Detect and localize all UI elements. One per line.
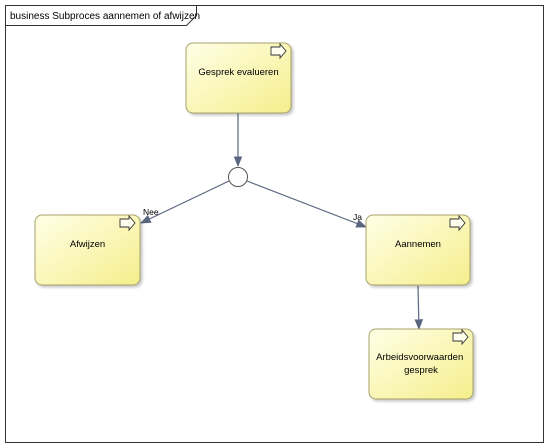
edge-label-yes: Ja — [353, 212, 362, 222]
activity-arbeidsvoorwaarden-gesprek[interactable]: Arbeidsvoorwaarden gesprek — [368, 328, 474, 400]
edge-label-no: Nee — [143, 207, 159, 217]
frame-title: business Subproces aannemen of afwijzen — [10, 11, 200, 22]
subprocess-arrow-icon — [449, 214, 466, 232]
edges — [140, 113, 424, 331]
subprocess-arrow-icon — [270, 42, 287, 60]
diagram-frame: business Subproces aannemen of afwijzen — [5, 5, 544, 443]
activity-label: Gesprek evalueren — [198, 67, 278, 78]
subprocess-arrow-icon — [119, 214, 136, 232]
activity-gesprek-evalueren[interactable]: Gesprek evalueren — [185, 42, 292, 114]
edge-hire-to-terms[interactable] — [414, 285, 424, 331]
edge-gateway-to-reject[interactable] — [140, 180, 230, 224]
activity-label: Arbeidsvoorwaarden gesprek — [376, 352, 466, 376]
activity-aannemen[interactable]: Aannemen — [365, 214, 471, 286]
activity-afwijzen[interactable]: Afwijzen — [34, 214, 141, 286]
subprocess-arrow-icon — [452, 328, 469, 346]
activity-label: Aannemen — [395, 239, 441, 250]
edge-gateway-to-hire[interactable] — [246, 180, 368, 228]
activity-label: Afwijzen — [70, 239, 105, 250]
gateway[interactable] — [228, 167, 248, 187]
